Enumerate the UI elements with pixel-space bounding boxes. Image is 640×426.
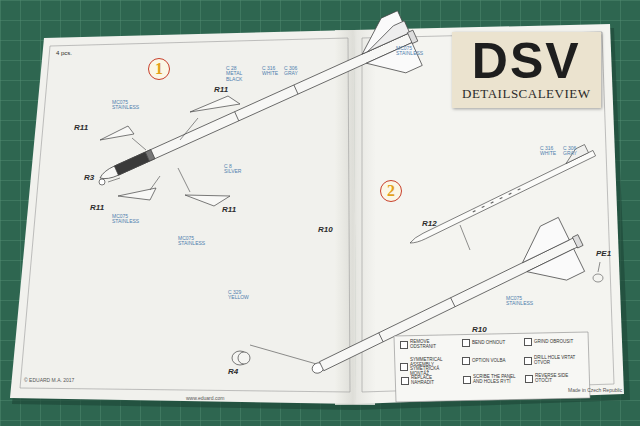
copyright-note: © EDUARD M.A. 2017 (24, 378, 74, 383)
part-number: R3 (84, 174, 94, 182)
paint-callout: MC075 STAINLESS (178, 236, 208, 247)
legend-item: DRILL HOLE VRTAT OTVOR (524, 356, 578, 365)
legend-text: REVERSE SIDE OTOČIT (535, 374, 579, 383)
paint-callout: C 329 YELLOW (228, 290, 250, 301)
paint-callout: MC075 STAINLESS (112, 214, 142, 225)
legend-item: GRIND OBROUSIT (524, 338, 578, 346)
paint-callout: C 28 METAL BLACK (226, 66, 254, 82)
step-number: 1 (148, 58, 170, 80)
paint-callout: MC075 STAINLESS (506, 296, 536, 307)
legend-text: GRIND OBROUSIT (534, 340, 578, 345)
legend-text: SYMMETRICAL ASSEMBLY SYMETRICKÁ MONTÁŽ (410, 358, 454, 377)
part-number: R10 (318, 226, 333, 234)
part-number: R11 (74, 124, 88, 132)
legend-symbol (463, 376, 471, 384)
step-number: 2 (380, 180, 402, 202)
quantity-note: 4 pcs. (56, 50, 72, 56)
legend-text: DRILL HOLE VRTAT OTVOR (534, 356, 578, 365)
legend-symbol (400, 363, 408, 371)
paint-callout: MC075 STAINLESS (112, 100, 142, 111)
legend-symbol (400, 341, 408, 349)
legend-symbol (462, 357, 470, 365)
part-number: R4 (228, 368, 238, 376)
legend-text: OPTION VOLBA (472, 359, 516, 364)
legend-symbol (401, 377, 409, 385)
paint-callout: C 316 WHITE (540, 146, 560, 157)
legend-text: BEND OHNOUT (472, 341, 516, 346)
part-number: R12 (422, 220, 437, 228)
part-number: R10 (472, 326, 487, 334)
legend-item: REVERSE SIDE OTOČIT (525, 374, 579, 383)
paint-callout: C 306 GRAY (563, 146, 583, 157)
legend-item: REPLACE NAHRADIT (401, 376, 455, 385)
legend-item: OPTION VOLBA (462, 357, 516, 365)
paint-callout: C 316 WHITE (262, 66, 282, 77)
part-number: R11 (222, 206, 236, 214)
legend-text: REMOVE ODSTRANIT (410, 340, 454, 349)
legend-item: SYMMETRICAL ASSEMBLY SYMETRICKÁ MONTÁŽ (400, 358, 454, 377)
legend-text: SCRIBE THE PANEL AND HOLES RYTÍ (473, 375, 517, 384)
origin-note: Made in Czech Republic (568, 388, 622, 393)
part-number: PE1 (596, 250, 611, 258)
legend-item: BEND OHNOUT (462, 339, 516, 347)
part-number: R11 (90, 204, 104, 212)
legend-symbol (524, 357, 532, 365)
node-subtitle: DETAILSCALEVIEW (462, 86, 591, 102)
node-title: DSV (462, 38, 591, 86)
paint-callout: C 8 SILVER (224, 164, 244, 175)
legend-symbol (525, 375, 533, 383)
node-title: 1 (155, 61, 163, 77)
watermark-sticker: DSVDETAILSCALEVIEW (452, 32, 601, 108)
paint-callout: C 306 GRAY (284, 66, 304, 77)
legend-item: SCRIBE THE PANEL AND HOLES RYTÍ (463, 375, 517, 384)
legend-symbol (462, 339, 470, 347)
legend-item: REMOVE ODSTRANIT (400, 340, 454, 349)
website: www.eduard.com (186, 396, 224, 401)
legend-text: REPLACE NAHRADIT (411, 376, 455, 385)
part-number: R11 (214, 86, 228, 94)
node-title: 2 (387, 183, 395, 199)
paint-callout: MC075 STAINLESS (396, 46, 426, 57)
legend-symbol (524, 338, 532, 346)
